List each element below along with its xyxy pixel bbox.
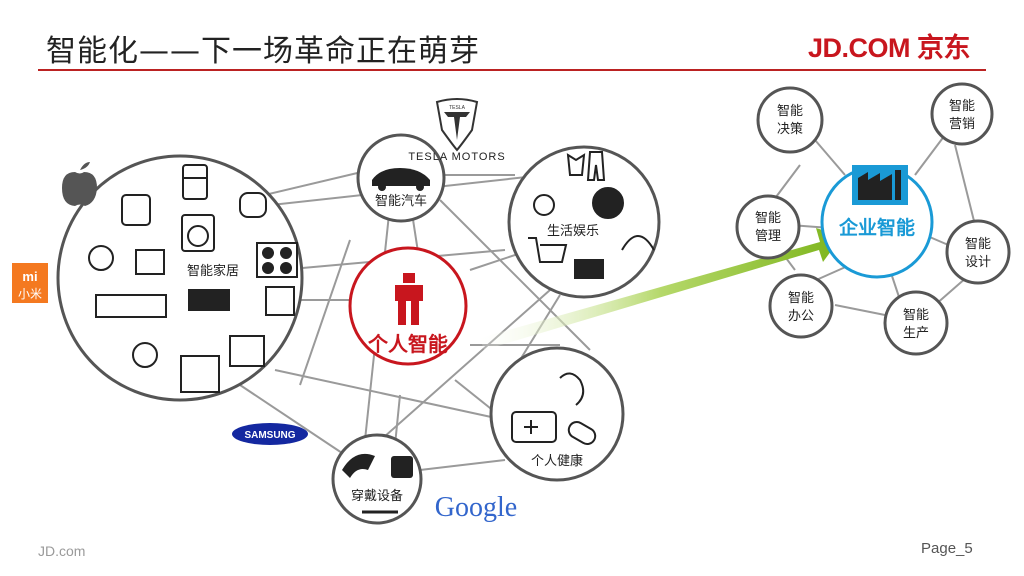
svg-text:智能: 智能 (965, 237, 991, 252)
footer-site: JD.com (38, 543, 86, 559)
svg-text:智能: 智能 (903, 308, 929, 323)
transition-arrow (480, 228, 842, 350)
personal-intelligence-label: 个人智能 (367, 332, 448, 356)
svg-text:管理: 管理 (755, 229, 781, 244)
apple-logo (62, 162, 97, 206)
page-title: 智能化——下一场革命正在萌芽 (46, 34, 480, 69)
samsung-logo: SAMSUNG (232, 423, 308, 445)
entertainment-label: 生活娱乐 (547, 224, 599, 239)
svg-text:小米: 小米 (18, 287, 42, 301)
svg-text:办公: 办公 (788, 309, 814, 324)
jd-logo: JD.COM 京东 (808, 33, 971, 63)
smart-car-label: 智能汽车 (375, 193, 427, 209)
entertainment-icons (528, 151, 655, 279)
svg-text:TESLA: TESLA (449, 105, 466, 111)
smart-home-node (56, 154, 304, 402)
svg-text:营销: 营销 (949, 117, 975, 132)
enterprise-node-office: 智能 办公 (768, 273, 834, 339)
svg-text:决策: 决策 (777, 121, 803, 137)
health-node (489, 346, 625, 482)
svg-text:生产: 生产 (903, 326, 929, 341)
enterprise-node-production: 智能 生产 (883, 290, 949, 356)
svg-text:设计: 设计 (965, 255, 991, 270)
home-appliance-icons (88, 164, 298, 393)
tesla-logo: TESLA (435, 98, 479, 152)
svg-text:SAMSUNG: SAMSUNG (244, 430, 295, 441)
svg-text:智能: 智能 (777, 104, 803, 119)
enterprise-node-marketing: 智能 营销 (930, 82, 994, 146)
wearable-label: 穿戴设备 (351, 488, 403, 504)
smart-home-label: 智能家居 (187, 263, 239, 279)
enterprise-intelligence-label: 企业智能 (838, 216, 915, 239)
title-divider (38, 69, 986, 71)
wearable-node (331, 433, 423, 525)
car-icon (372, 168, 430, 186)
health-icons (511, 372, 597, 445)
page-number: Page_5 (921, 540, 973, 557)
svg-text:智能: 智能 (755, 211, 781, 226)
svg-text:智能: 智能 (788, 291, 814, 306)
entertainment-node (507, 145, 661, 299)
wearable-icons (342, 453, 413, 514)
enterprise-node-design: 智能 设计 (945, 219, 1011, 285)
personal-intelligence-node (348, 246, 468, 366)
health-label: 个人健康 (531, 453, 583, 469)
enterprise-node-management: 智能 管理 (735, 194, 801, 260)
factory-icon (852, 165, 908, 205)
svg-text:智能: 智能 (949, 99, 975, 114)
google-logo: Google (435, 492, 517, 523)
tesla-motors-text: TESLA MOTORS (408, 151, 505, 163)
svg-text:mi: mi (22, 269, 37, 284)
person-icon (395, 273, 423, 325)
enterprise-node-decision: 智能 决策 (756, 86, 824, 154)
xiaomi-logo: mi 小米 (12, 263, 48, 303)
